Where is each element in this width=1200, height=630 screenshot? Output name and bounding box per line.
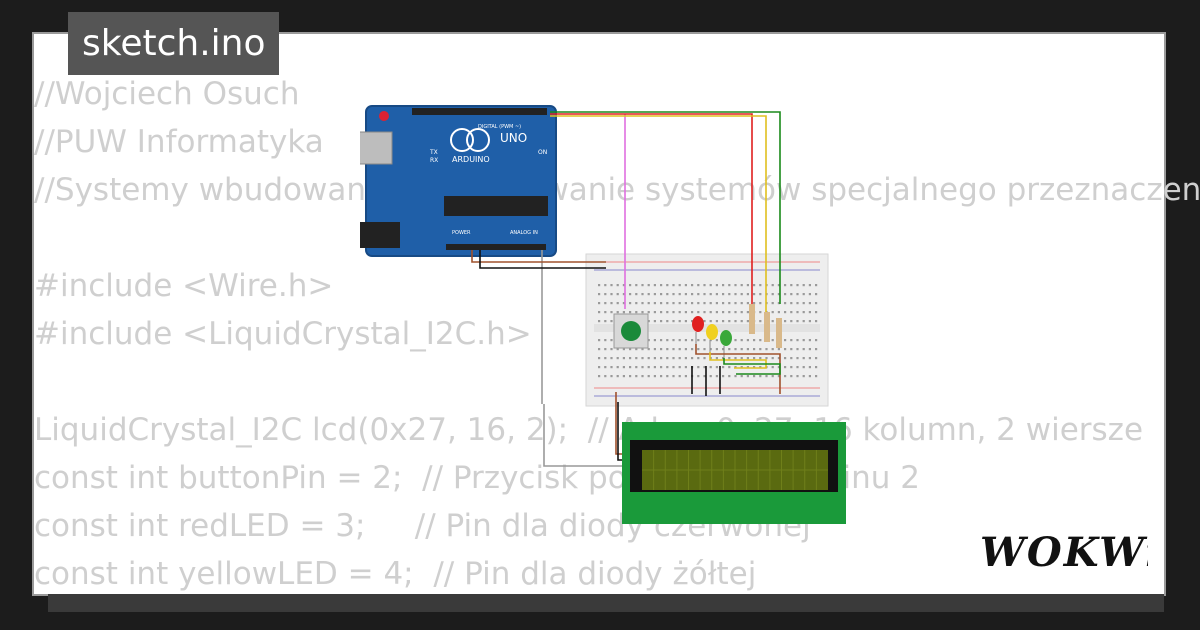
digital-label: DIGITAL (PWM ~)	[478, 124, 521, 130]
atmega-chip-icon	[444, 196, 548, 216]
board-brand: ARDUINO	[452, 155, 490, 164]
power-jack-icon	[360, 222, 400, 248]
usb-port-icon	[360, 131, 393, 165]
card-shadow	[48, 594, 1164, 612]
wokwi-logo: WOKWi	[980, 529, 1148, 576]
led-yellow	[706, 324, 718, 352]
reset-button-icon	[379, 111, 389, 121]
arduino-logo-icon	[450, 128, 474, 152]
power-label: POWER	[452, 230, 471, 236]
code-line: #include <LiquidCrystal_I2C.h>	[34, 316, 532, 352]
wires	[471, 111, 781, 467]
tx-label: TX	[429, 149, 438, 156]
arduino-uno-board[interactable]: UNO ARDUINO DIGITAL (PWM ~) POWER ANALOG…	[360, 105, 557, 257]
file-name-badge: sketch.ino	[68, 12, 280, 75]
resistors	[749, 304, 782, 348]
push-button[interactable]	[613, 313, 649, 349]
digital-header	[412, 108, 547, 115]
code-line: #include <Wire.h>	[34, 268, 334, 304]
lcd-16x2[interactable]	[622, 422, 846, 524]
button-cap-icon	[621, 321, 641, 341]
led-red	[692, 316, 704, 344]
circuit-diagram: UNO ARDUINO DIGITAL (PWM ~) POWER ANALOG…	[360, 105, 846, 524]
on-label: ON	[538, 149, 547, 156]
board-model: UNO	[500, 131, 527, 145]
code-line: //Wojciech Osuch	[34, 76, 300, 112]
led-green	[720, 330, 732, 358]
rx-label: RX	[430, 157, 438, 164]
code-line: //PUW Informatyka	[34, 124, 324, 160]
wokwi-logo-text: WOKWi	[980, 529, 1148, 576]
code-line: const int yellowLED = 4; // Pin dla diod…	[34, 556, 757, 592]
power-analog-header	[446, 244, 546, 250]
analog-label: ANALOG IN	[510, 230, 538, 236]
